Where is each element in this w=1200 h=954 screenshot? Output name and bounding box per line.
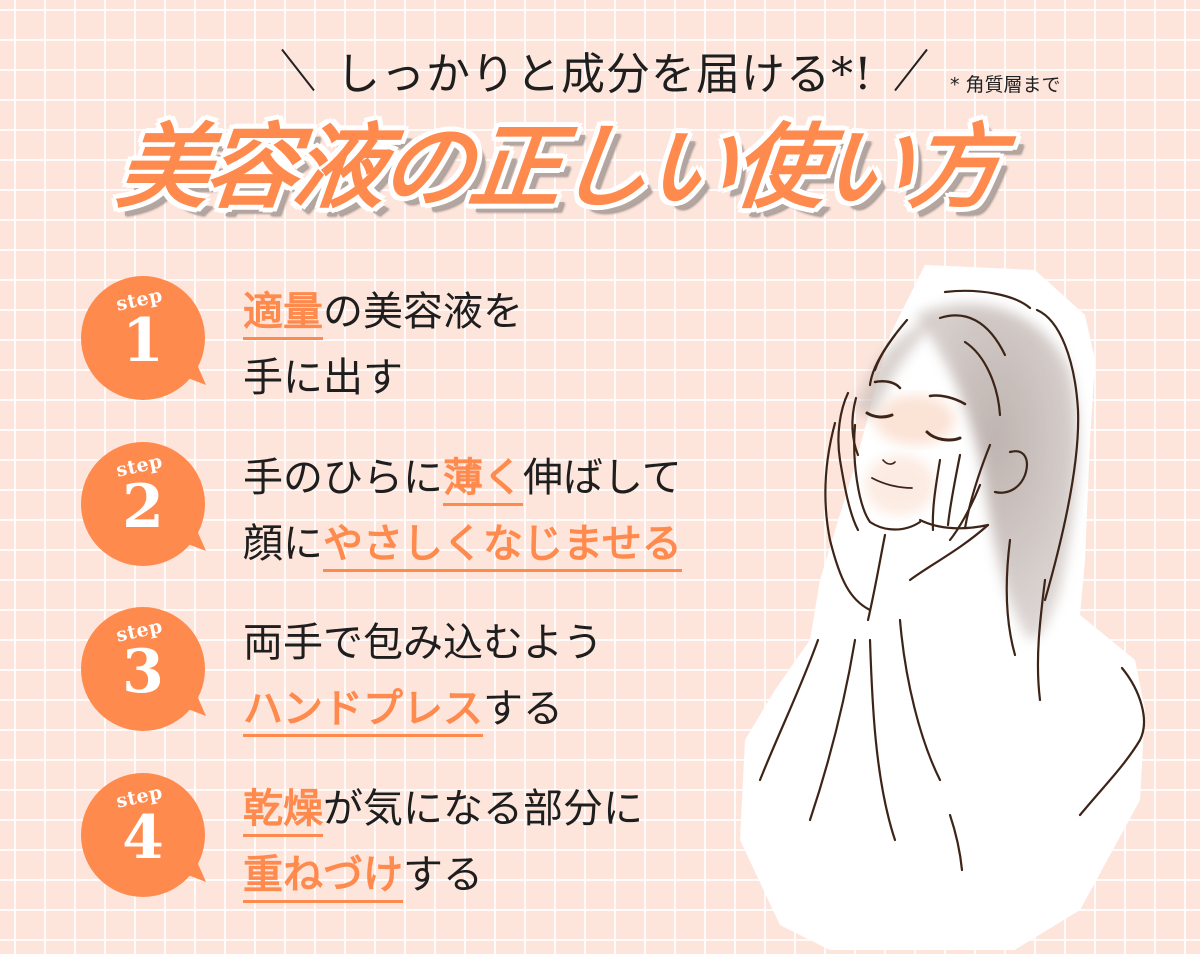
page-title: 美容液の正しい使い方 xyxy=(112,113,1004,221)
step-4: step 4 乾燥が気になる部分に 重ねづけする xyxy=(78,772,758,903)
backslash-decoration-icon xyxy=(278,47,318,93)
step-number: 1 xyxy=(122,306,164,376)
step-line-2: 顔にやさしくなじませる xyxy=(243,511,682,577)
subtitle-text: しっかりと成分を届ける*! xyxy=(336,49,873,100)
step-text-segment: 手に出す xyxy=(243,355,403,401)
step-text-segment: 手のひらに xyxy=(243,455,443,501)
step-description: 手のひらに薄く伸ばして 顔にやさしくなじませる xyxy=(243,445,682,577)
step-number: 4 xyxy=(122,803,164,873)
step-number: 2 xyxy=(122,472,164,542)
subtitle: しっかりと成分を届ける*! xyxy=(278,38,938,102)
step-line-1: 適量の美容液を xyxy=(243,279,523,345)
step-text-segment: が気になる部分に xyxy=(323,786,643,832)
step-line-2: ハンドプレスする xyxy=(243,676,603,742)
speech-bubble-icon xyxy=(81,276,206,400)
step-text-segment: の美容液を xyxy=(323,289,523,335)
step-text-segment: 両手で包み込むよう xyxy=(243,620,603,666)
step-text-segment: する xyxy=(403,852,483,898)
step-text-segment: する xyxy=(483,686,563,732)
step-badge: step 2 xyxy=(80,441,206,567)
speech-bubble-icon xyxy=(81,773,206,897)
slash-decoration-icon xyxy=(891,47,931,93)
step-2: step 2 手のひらに薄く伸ばして 顔にやさしくなじませる xyxy=(78,441,758,572)
step-line-2: 重ねづけする xyxy=(243,842,643,908)
step-badge: step 1 xyxy=(80,275,206,401)
step-description: 適量の美容液を 手に出す xyxy=(243,279,523,411)
step-line-1: 手のひらに薄く伸ばして xyxy=(243,445,682,511)
speech-bubble-icon xyxy=(81,442,206,566)
woman-applying-serum-illustration-icon xyxy=(740,260,1160,954)
footnote: * 角質層まで xyxy=(950,74,1061,96)
step-line-2: 手に出す xyxy=(243,345,523,411)
step-text-segment: 伸ばして xyxy=(523,455,682,501)
step-1: step 1 適量の美容液を 手に出す xyxy=(78,275,758,405)
highlight-text: やさしくなじませる xyxy=(323,521,682,572)
step-text-segment: 顔に xyxy=(243,521,323,567)
highlight-text: 適量 xyxy=(243,289,323,340)
highlight-text: 薄く xyxy=(443,455,523,506)
step-badge: step 4 xyxy=(80,772,206,898)
step-3: step 3 両手で包み込むよう ハンドプレスする xyxy=(78,606,758,737)
step-badge: step 3 xyxy=(80,606,206,732)
speech-bubble-icon xyxy=(81,607,206,731)
highlight-text: 重ねづけ xyxy=(243,852,403,903)
step-number: 3 xyxy=(122,637,164,707)
step-line-1: 両手で包み込むよう xyxy=(243,610,603,676)
step-description: 乾燥が気になる部分に 重ねづけする xyxy=(243,776,643,908)
highlight-text: ハンドプレス xyxy=(243,686,483,737)
step-line-1: 乾燥が気になる部分に xyxy=(243,776,643,842)
step-description: 両手で包み込むよう ハンドプレスする xyxy=(243,610,603,742)
highlight-text: 乾燥 xyxy=(243,786,323,837)
